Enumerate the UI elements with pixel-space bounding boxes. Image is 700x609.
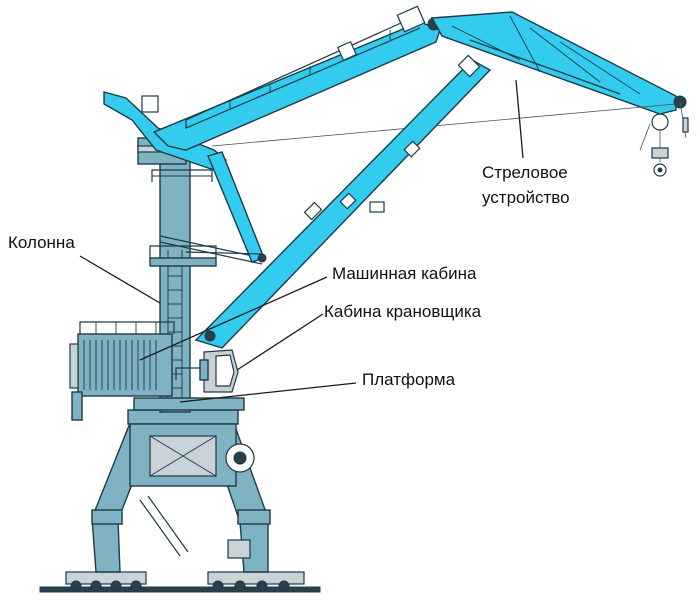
labels: Стреловое устройство Колонна Машинная ка… [8, 163, 570, 389]
leader-platform [179, 382, 357, 403]
label-column: Колонна [8, 233, 75, 252]
ground-rail [39, 586, 321, 593]
portal-base [39, 409, 321, 593]
stiffener-chord [152, 21, 441, 151]
jib-body [430, 11, 677, 115]
jib [211, 11, 689, 177]
label-machine-cabin: Машинная кабина [332, 264, 477, 283]
leader-operator-cabin [236, 313, 324, 371]
boom-stiffener [103, 5, 441, 263]
label-boom-line2: устройство [482, 188, 570, 207]
leader-lines [79, 79, 524, 403]
machine-cabin-box [77, 333, 173, 397]
hook-block [651, 117, 689, 177]
leader-machine-cabin [139, 276, 328, 361]
label-operator-cabin: Кабина крановщика [324, 302, 482, 321]
leader-column [79, 255, 161, 304]
leader-boom [515, 79, 524, 159]
label-platform: Платформа [362, 370, 456, 389]
boom-foot-pivot [204, 330, 216, 342]
slewing-ring [133, 397, 245, 411]
main-boom [185, 54, 492, 349]
label-boom-line1: Стреловое [482, 163, 568, 182]
bogie-left [65, 571, 147, 592]
machine-cabin-structure [69, 321, 213, 421]
machine-cabin-grille [83, 340, 157, 390]
operator-cabin [199, 349, 239, 393]
